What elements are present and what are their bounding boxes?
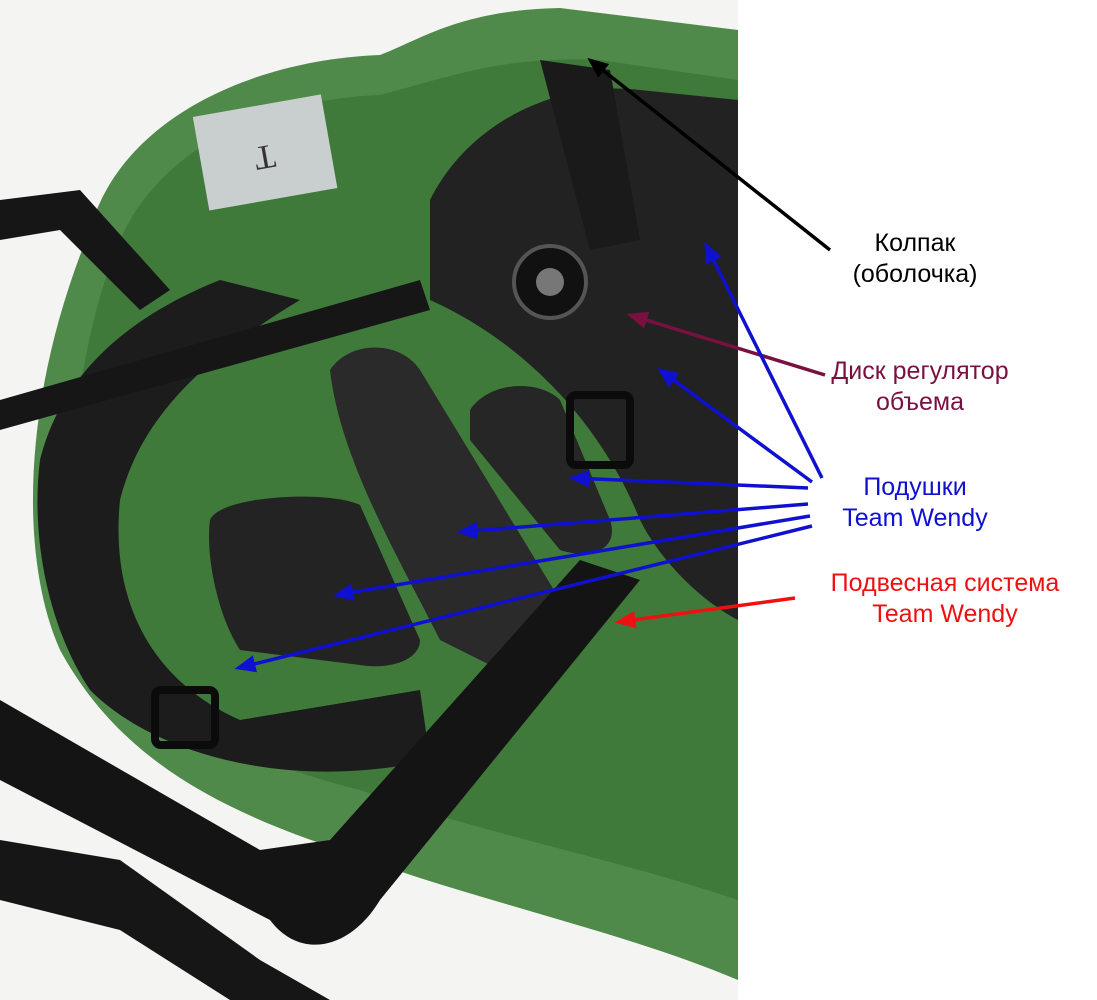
label-suspension: Подвесная система Team Wendy [800,568,1090,630]
label-line: (оболочка) [852,260,978,288]
label-line: Диск регулятор [831,357,1009,385]
label-dial: Диск регулятор объема [800,356,1040,418]
label-line: Подвесная система [830,569,1060,597]
label-line: Колпак [874,229,956,257]
chin-strap [0,840,330,1000]
label-pads: Подушки Team Wendy [820,472,1010,534]
suspension-ring [37,280,430,772]
chin-strap [0,280,430,430]
label-line: Team Wendy [842,504,988,532]
chin-strap [0,560,640,945]
label-line: Team Wendy [872,600,1018,628]
label-line: объема [875,388,964,416]
label-shell: Колпак (оболочка) [820,228,1010,290]
label-line: Подушки [863,473,967,501]
size-tag [192,94,338,211]
chin-strap [0,190,170,310]
